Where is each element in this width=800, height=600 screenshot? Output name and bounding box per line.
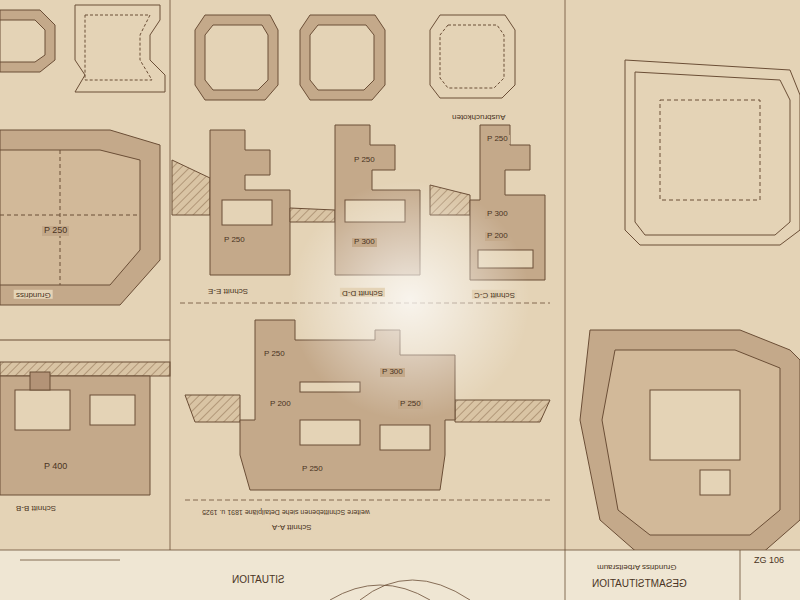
section-title: Schnitt E-E [206,286,250,295]
area-label: P 250 [485,135,510,144]
area-label: P 200 [485,232,510,241]
section-title: Schnitt C-C [472,290,517,299]
area-label: P 300 [352,238,377,247]
area-label: P 250 [352,156,377,165]
drawing-number: ZG 106 [752,556,786,566]
area-label: P 200 [268,400,293,409]
area-label: P 250 [398,400,423,409]
sheet-title: SITUATION [230,574,287,585]
plan-title: Ausbruchkoten [450,112,507,121]
area-label: P 250 [42,226,69,236]
area-label: P 300 [380,368,405,377]
plan-title: Grundriss Arbeitsraum [595,562,679,571]
plan-title: Grundriss [14,290,53,299]
note: weitere Schnittebenen siehe Detailpläne … [200,508,372,516]
area-label: P 250 [300,465,325,474]
section-title: Schnitt A-A [270,522,314,531]
area-label: P 300 [485,210,510,219]
section-title: Schnitt D-D [340,288,385,297]
section-title: Schnitt B-B [14,503,58,512]
area-label: P 400 [42,462,69,472]
area-label: P 250 [222,236,247,245]
sheet-title: GESAMTSITUATION [590,578,689,589]
area-label: P 250 [262,350,287,359]
